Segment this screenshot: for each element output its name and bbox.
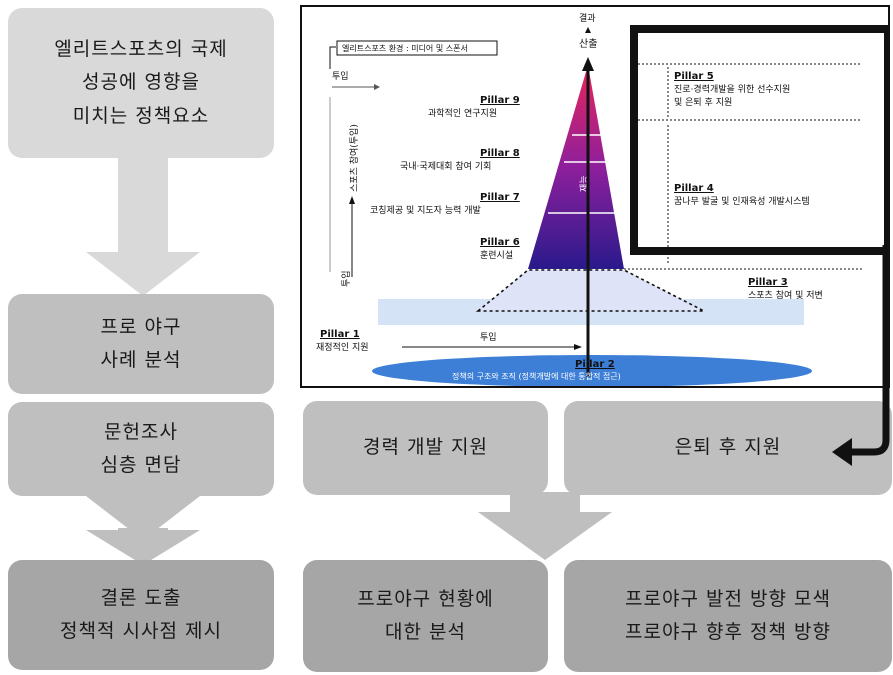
- highlight-box: [630, 25, 888, 255]
- pillar4-title: Pillar 4: [674, 183, 714, 194]
- career-line1: 경력 개발 지원: [363, 436, 488, 459]
- input-bottom-label: 투입: [480, 331, 497, 343]
- environment-label: 엘리트스포츠 환경 : 미디어 및 스폰서: [342, 43, 468, 53]
- research-line1: 문헌조사: [104, 420, 178, 443]
- talent-pyramid: [528, 65, 624, 269]
- policy-factors-box: 엘리트스포츠의 국제 성공에 영향을 미치는 정책요소: [8, 8, 274, 158]
- input-left-label: 투입: [340, 270, 352, 287]
- pillar6-title: Pillar 6: [480, 237, 520, 248]
- policy-factors-line2: 성공에 영향을: [82, 71, 200, 94]
- pillar2-desc: 정책의 구조와 조직 (정책개발에 대한 통합적 접근): [452, 371, 621, 381]
- pillar8-desc: 국내·국제대회 참여 기회: [400, 160, 491, 172]
- result-label: 결과: [579, 13, 596, 24]
- policy-factors-line3: 미치는 정책요소: [72, 104, 210, 127]
- pillar9-title: Pillar 9: [480, 95, 520, 106]
- spliss-pillar-figure: 엘리트스포츠 환경 : 미디어 및 스폰서 투입 스포츠 참여(투입) 투입 재…: [300, 5, 890, 388]
- case-line1: 프로 야구: [100, 315, 182, 338]
- policy-structure-ellipse: [372, 355, 812, 386]
- pillar6-desc: 훈련시설: [480, 249, 513, 261]
- pillar1-desc: 재정적인 지원: [316, 341, 369, 353]
- output-label: 산출: [579, 38, 597, 50]
- pro-baseball-case-box: 프로 야구 사례 분석: [8, 294, 274, 394]
- pillar2-title: Pillar 2: [575, 359, 615, 370]
- pillar3-title: Pillar 3: [748, 277, 788, 288]
- research-line2: 심층 면담: [100, 454, 182, 476]
- research-method-box: 문헌조사 심층 면담: [8, 402, 274, 496]
- status-line1: 프로야구 현황에: [357, 587, 494, 610]
- base-dotted-trapezoid: [475, 269, 705, 312]
- retirement-support-box: 은퇴 후 지원: [564, 401, 892, 495]
- pillar5-title: Pillar 5: [674, 71, 714, 82]
- pillar9-desc: 과학적인 연구지원: [428, 107, 497, 119]
- direction-line2: 프로야구 향후 정책 방향: [625, 621, 831, 643]
- pyramid-talent-label: 재능: [579, 175, 590, 192]
- pillar7-desc: 코칭제공 및 지도자 능력 개발: [370, 204, 481, 216]
- conclusion-box: 결론 도출 정책적 시사점 제시: [8, 560, 274, 670]
- pillar5-desc-2: 및 은퇴 후 지원: [674, 96, 732, 108]
- pillar7-title: Pillar 7: [480, 192, 520, 203]
- pillar8-title: Pillar 8: [480, 148, 520, 159]
- pillar4-desc: 꿈나무 발굴 및 인재육성 개발시스템: [674, 195, 810, 207]
- environment-arrow: [329, 46, 336, 69]
- direction-box: 프로야구 발전 방향 모색 프로야구 향후 정책 방향: [564, 560, 892, 672]
- case-line2: 사례 분석: [100, 349, 182, 371]
- input-top-label: 투입: [332, 70, 349, 82]
- direction-line1: 프로야구 발전 방향 모색: [625, 587, 831, 610]
- environment-box: [336, 40, 498, 56]
- status-line2: 대한 분석: [385, 621, 466, 643]
- policy-factors-line1: 엘리트스포츠의 국제: [54, 38, 228, 61]
- pillar1-title: Pillar 1: [320, 329, 360, 340]
- conclusion-line2: 정책적 시사점 제시: [60, 620, 222, 642]
- pillar3-desc: 스포츠 참여 및 저변: [748, 289, 823, 301]
- career-support-box: 경력 개발 지원: [303, 401, 548, 495]
- pillar5-desc: 진로·경력개발을 위한 선수지원: [674, 83, 790, 95]
- retire-line1: 은퇴 후 지원: [674, 436, 782, 459]
- status-analysis-box: 프로야구 현황에 대한 분석: [303, 560, 548, 672]
- conclusion-line1: 결론 도출: [100, 586, 182, 609]
- vertical-axis-label: 스포츠 참여(투입): [348, 124, 360, 192]
